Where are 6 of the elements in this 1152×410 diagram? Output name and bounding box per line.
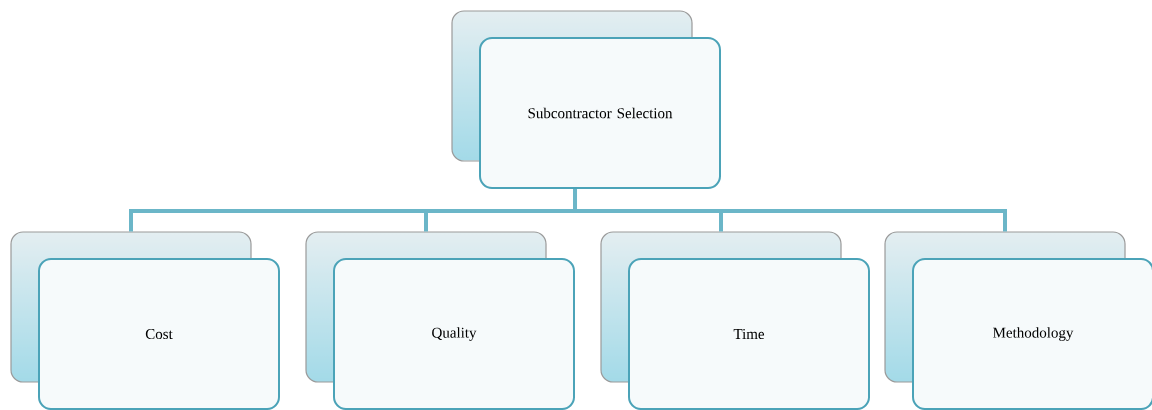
card-box: Cost [10, 231, 280, 410]
card-box: Quality [305, 231, 575, 410]
card-box: Methodology [884, 231, 1152, 410]
connector [573, 189, 1007, 232]
card-box: Time [600, 231, 870, 410]
card-box: Subcontractor Selection [451, 10, 721, 189]
